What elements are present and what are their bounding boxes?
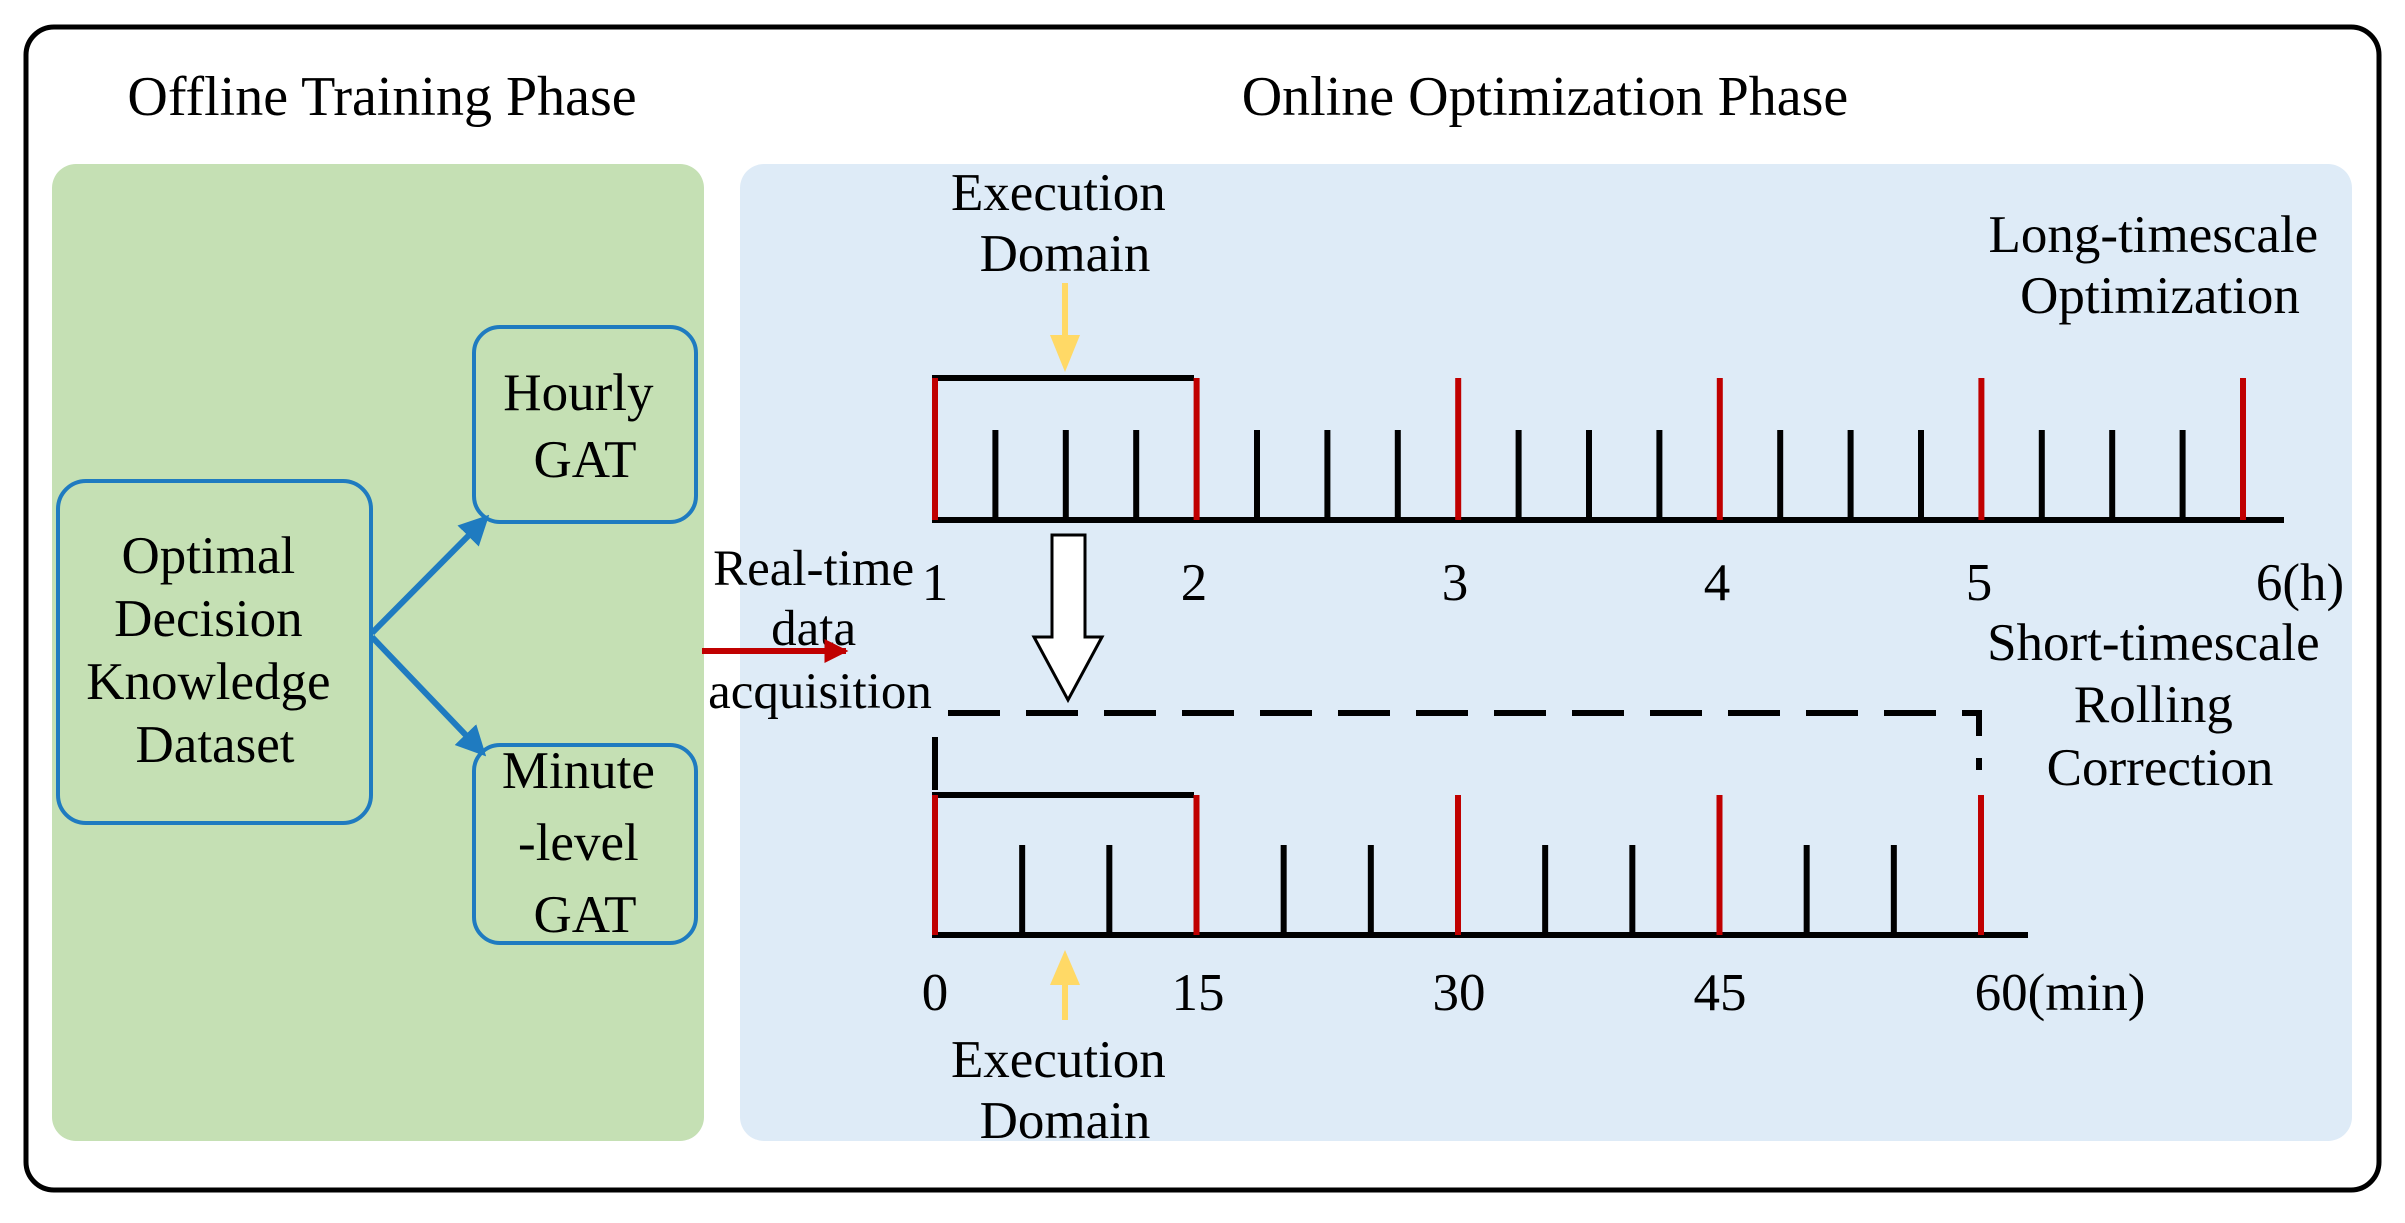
execution-domain-top-label: Execution Domain xyxy=(951,164,1179,283)
minute-gat-box xyxy=(472,743,698,945)
minute-tick-label-0: 0 xyxy=(922,964,949,1022)
long-timescale-label: Long-timescale Optimization xyxy=(1989,206,2332,325)
minute-axis-ticks xyxy=(932,795,1984,935)
hourly-gat-box xyxy=(472,325,698,524)
arrow-to-hourly-gat xyxy=(369,514,490,636)
execution-domain-bottom-yellow-arrowhead xyxy=(1050,950,1080,985)
offline-phase-title: Offline Training Phase xyxy=(127,66,636,128)
hour-tick-label-4: 4 xyxy=(1704,554,1731,612)
hollow-down-arrow xyxy=(1031,533,1105,704)
minute-tick-label-30: 30 xyxy=(1433,964,1486,1022)
online-phase-title: Online Optimization Phase xyxy=(1242,66,1849,128)
hour-tick-label-6: 6(h) xyxy=(2256,554,2344,612)
hourly-gat-label: Hourly GAT xyxy=(503,364,666,489)
hour-tick-label-5: 5 xyxy=(1966,554,1993,612)
realtime-data-label: Real-time data acquisition xyxy=(708,541,932,720)
minute-axis-tick-labels: 0 15 30 45 60(min) xyxy=(922,964,2146,1022)
hour-tick-label-3: 3 xyxy=(1442,554,1469,612)
online-panel xyxy=(740,164,2352,1141)
minute-gat-label: Minute -level GAT xyxy=(502,742,668,944)
dataset-box xyxy=(56,479,373,825)
minute-tick-label-60: 60(min) xyxy=(1975,964,2146,1022)
execution-domain-bottom-label: Execution Domain xyxy=(951,1031,1179,1150)
hour-axis-ticks xyxy=(932,378,2246,520)
dataset-label: Optimal Decision Knowledge Dataset xyxy=(86,527,344,774)
hour-tick-label-1: 1 xyxy=(922,554,949,612)
arrow-to-minute-gat xyxy=(369,634,487,757)
hour-tick-label-2: 2 xyxy=(1181,554,1208,612)
hour-axis-tick-labels: 1 2 3 4 5 6(h) xyxy=(922,554,2344,612)
minute-tick-label-45: 45 xyxy=(1694,964,1747,1022)
execution-domain-top-yellow-arrowhead xyxy=(1050,335,1080,372)
short-timescale-label: Short-timescale Rolling Correction xyxy=(1987,614,2333,797)
minute-tick-label-15: 15 xyxy=(1172,964,1225,1022)
